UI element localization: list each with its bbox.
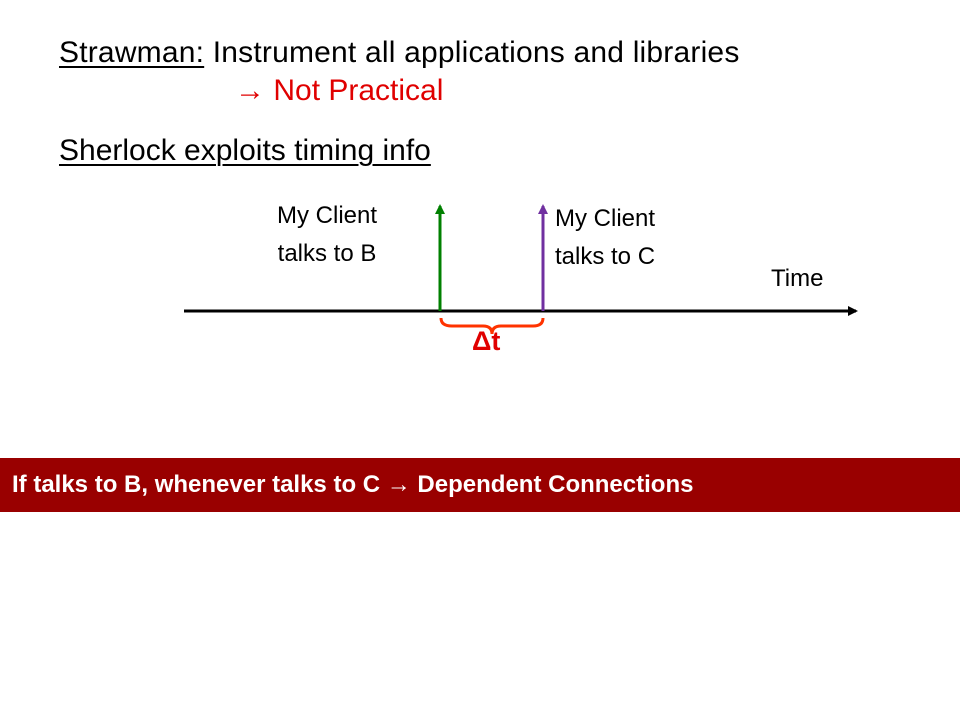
time-axis-label: Time: [771, 265, 824, 292]
delta-t-label: Δt: [472, 326, 501, 356]
right-arrow-icon: →: [235, 74, 265, 107]
event-c-label-line1: My Client: [555, 205, 656, 232]
event-b-label-line2: talks to B: [277, 240, 377, 267]
not-practical-text: Not Practical: [273, 74, 444, 107]
event-c-label: My Client talks to C: [555, 200, 655, 276]
not-practical-line: → Not Practical: [235, 74, 443, 108]
sherlock-heading: Sherlock exploits timing info: [59, 134, 431, 167]
strawman-label: Strawman:: [59, 36, 205, 69]
banner-text-part2: Dependent Connections: [410, 471, 694, 498]
event-c-label-line2: talks to C: [555, 243, 656, 270]
right-arrow-icon: →: [386, 471, 411, 498]
conclusion-banner: If talks to B, whenever talks to C → Dep…: [0, 458, 960, 512]
strawman-text: Instrument all applications and librarie…: [204, 36, 740, 69]
banner-text-part1: If talks to B, whenever talks to C: [12, 471, 387, 498]
event-b-label: My Client talks to B: [277, 197, 377, 273]
event-b-label-line1: My Client: [277, 202, 378, 229]
delta-brace: [439, 317, 545, 335]
strawman-line: Strawman: Instrument all applications an…: [59, 36, 740, 70]
